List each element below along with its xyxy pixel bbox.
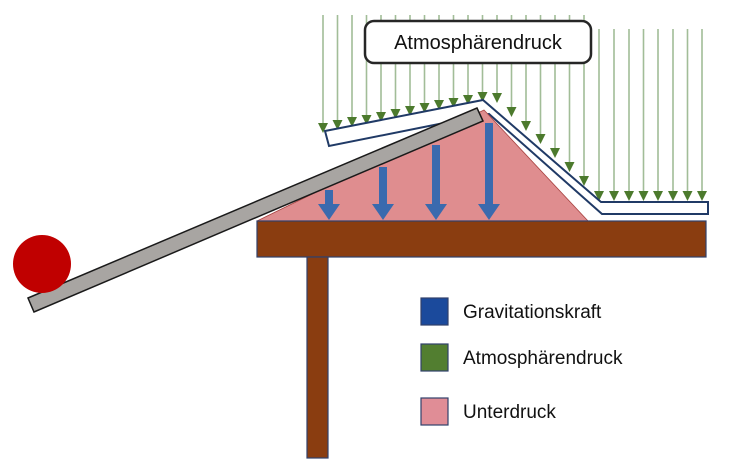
red-ball <box>13 235 71 293</box>
paper-sheet <box>323 98 709 215</box>
legend-item-gravity: Gravitationskraft <box>420 297 602 326</box>
legend-item-atmosphere: Atmosphärendruck <box>420 343 623 372</box>
table-leg <box>306 256 329 459</box>
gravity-arrow-icon <box>318 190 340 220</box>
table <box>256 220 707 459</box>
gravity-arrow-icon <box>478 123 500 220</box>
pressure-label: Atmosphärendruck <box>394 32 563 54</box>
gravity-arrow-icon <box>425 145 447 220</box>
gravity-arrow-icon <box>372 167 394 220</box>
legend-item-lowpressure: Unterdruck <box>420 397 556 426</box>
gravity-arrows <box>318 123 500 220</box>
pressure-label-callout: Atmosphärendruck <box>363 19 593 65</box>
legend: Gravitationskraft Atmosphärendruck Unter… <box>420 297 623 426</box>
legend-label-gravity: Gravitationskraft <box>463 302 602 323</box>
legend-label-atmosphere: Atmosphärendruck <box>463 348 623 369</box>
pressure-label-box <box>363 19 593 65</box>
table-top <box>256 220 707 258</box>
legend-swatch-atmosphere <box>420 343 449 372</box>
lever-plank <box>27 107 485 313</box>
atmospheric-pressure-arrows-right <box>594 29 707 201</box>
legend-label-lowpressure: Unterdruck <box>463 402 556 423</box>
legend-swatch-gravity <box>420 297 449 326</box>
legend-swatch-lowpressure <box>420 397 449 426</box>
